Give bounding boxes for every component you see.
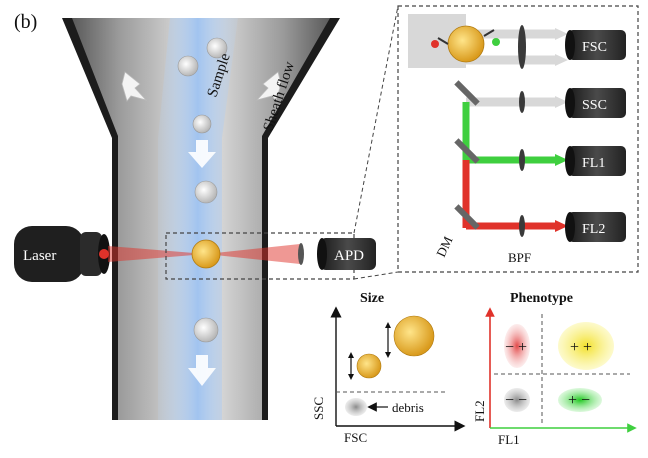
- sheath-flow-arrows: [121, 71, 282, 102]
- quadrant-bottom-right-label: + −: [568, 392, 590, 409]
- laser-label: Laser: [23, 248, 56, 264]
- large-particle: [393, 315, 435, 357]
- phenotype-plot: Phenotype FL1 FL2 − + + + − − + −: [472, 291, 637, 447]
- beams: [462, 28, 568, 232]
- quadrant-top-left-cluster: [504, 324, 530, 368]
- laser: Laser: [14, 226, 110, 282]
- stream-particles: [177, 37, 228, 343]
- detector-fsc: FSC: [565, 30, 626, 60]
- debris-cluster: [345, 398, 367, 416]
- size-plot-xlabel: FSC: [344, 430, 367, 445]
- sample-flow-arrows: [188, 140, 216, 386]
- quadrant-top-right-label: + +: [570, 339, 592, 356]
- apd-label: APD: [334, 248, 364, 264]
- detector-fl1: FL1: [565, 146, 626, 176]
- panel-label: (b): [14, 11, 37, 33]
- small-particle: [356, 353, 382, 379]
- svg-text:FL1: FL1: [582, 156, 605, 171]
- particle: [177, 55, 199, 77]
- size-plot-title: Size: [360, 291, 384, 306]
- quadrant-top-left-label: − +: [505, 339, 527, 356]
- detector-fl2: FL2: [565, 212, 626, 242]
- size-plot-ylabel: SSC: [311, 397, 326, 420]
- particle: [206, 37, 228, 59]
- size-plot: Size FSC SSC debris: [311, 291, 466, 445]
- sample-stream: [158, 18, 238, 420]
- bpf-label: BPF: [508, 250, 531, 265]
- bandpass-filters: [518, 25, 526, 237]
- dichroic-mirrors: [454, 80, 480, 230]
- debris-label: debris: [392, 400, 424, 415]
- particle: [193, 317, 219, 343]
- phenotype-plot-ylabel: FL2: [472, 400, 487, 422]
- flow-channel: [62, 18, 340, 420]
- apd-detector: APD: [298, 238, 376, 270]
- phenotype-plot-xlabel: FL1: [498, 432, 520, 447]
- particle: [192, 114, 212, 134]
- quadrant-bottom-left-cluster: [504, 388, 530, 412]
- inset-particle: [431, 25, 500, 63]
- quadrant-top-right-cluster: [558, 322, 614, 370]
- detector-ssc: SSC: [565, 88, 626, 118]
- particle: [194, 180, 218, 204]
- svg-text:SSC: SSC: [582, 98, 607, 113]
- svg-text:FSC: FSC: [582, 40, 607, 55]
- quadrant-bottom-left-label: − −: [505, 392, 527, 409]
- svg-text:FL2: FL2: [582, 222, 605, 237]
- quadrant-bottom-right-cluster: [558, 388, 602, 412]
- phenotype-plot-title: Phenotype: [510, 291, 573, 306]
- interrogated-particle: [191, 239, 221, 269]
